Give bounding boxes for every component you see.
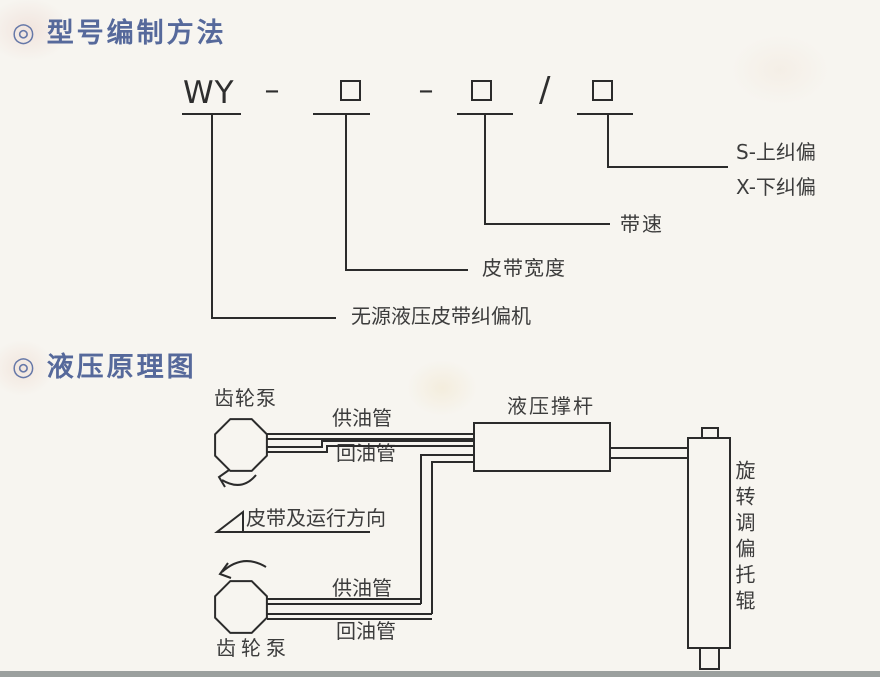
label-option-s: S-上纠偏 [736, 140, 816, 164]
rotation-arrow-top [221, 474, 257, 486]
section1-title: 型号编制方法 [46, 18, 227, 49]
model-code-separator-1: – [264, 73, 280, 108]
section2-header: ◎ 液压原理图 [12, 352, 197, 384]
label-gear-pump-bottom: 齿轮泵 [216, 636, 291, 660]
label-hydraulic-strut: 液压撑杆 [507, 394, 595, 418]
model-code-prefix: WY [183, 75, 235, 111]
strut-piston-rod [610, 447, 688, 459]
hydraulic-strut-body [473, 422, 611, 472]
label-supply-pipe-bottom: 供油管 [332, 576, 392, 600]
section1-bullet-icon: ◎ [12, 18, 35, 48]
label-return-pipe-top: 回油管 [334, 441, 398, 465]
label-belt-speed: 带速 [620, 212, 664, 236]
model-code-box-1 [340, 80, 361, 101]
rotation-arrow-bottom-head-icon [218, 562, 232, 579]
supply-pipe-top [267, 433, 474, 440]
scan-edge-strip [0, 671, 880, 677]
model-code-separator-2: – [418, 73, 434, 108]
label-belt-direction: 皮带及运行方向 [246, 506, 386, 530]
roller-top-journal [701, 427, 719, 439]
rotation-arrow-top-head-icon [217, 469, 230, 488]
roller-body [687, 437, 731, 649]
gear-pump-top-symbol [214, 418, 268, 472]
gear-pump-bottom-symbol [214, 580, 268, 634]
model-branch-sx-option [607, 114, 728, 168]
riser-pipes [420, 454, 474, 614]
section2-bullet-icon: ◎ [12, 352, 35, 382]
belt-direction-arrow-icon [214, 509, 244, 533]
label-supply-pipe-top: 供油管 [332, 406, 392, 430]
model-branch-machine [211, 114, 336, 319]
model-code-box-3 [592, 80, 613, 101]
section1-header: ◎ 型号编制方法 [12, 18, 227, 50]
label-belt-width: 皮带宽度 [482, 256, 566, 280]
label-option-x: X-下纠偏 [736, 175, 816, 199]
label-return-pipe-bottom: 回油管 [334, 619, 398, 643]
model-branch-belt-width [345, 114, 468, 271]
rotation-arrow-bottom [221, 560, 267, 573]
section2-title: 液压原理图 [46, 352, 197, 383]
label-rotating-roller: 旋转调偏托辊 [732, 460, 756, 616]
model-code-separator-3: / [539, 70, 551, 110]
model-branch-belt-speed [484, 114, 610, 225]
label-machine-name: 无源液压皮带纠偏机 [351, 304, 531, 328]
model-code-box-2 [471, 80, 492, 101]
label-gear-pump-top: 齿轮泵 [214, 386, 277, 410]
roller-bottom-journal [699, 647, 720, 670]
